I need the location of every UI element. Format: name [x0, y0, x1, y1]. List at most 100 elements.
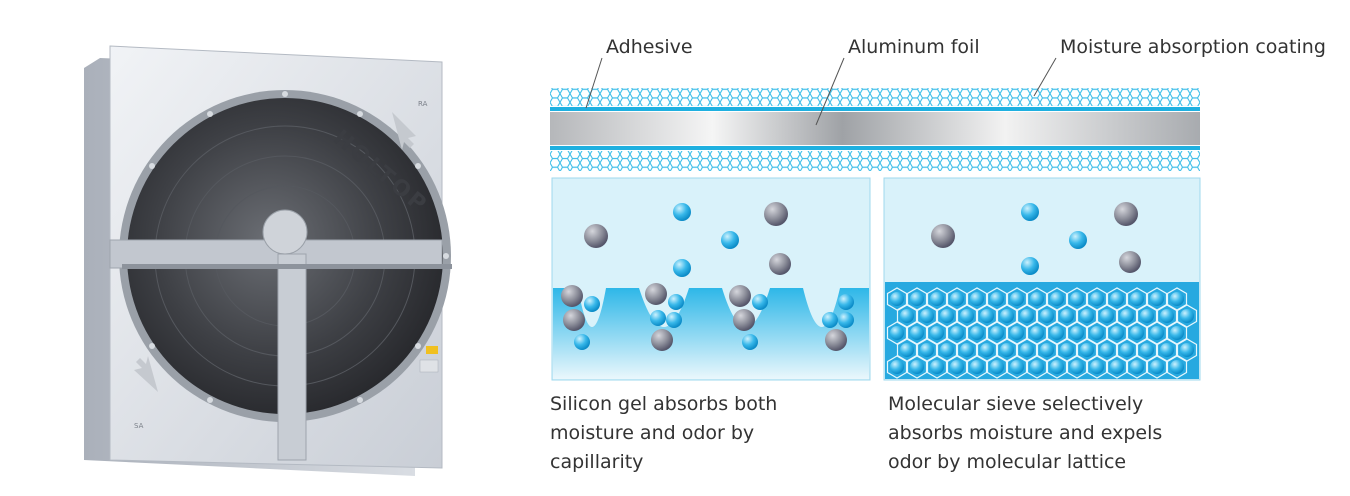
water-molecule: [1080, 343, 1094, 357]
lattice-cell: [996, 338, 1018, 362]
layer-stack: [550, 88, 1200, 171]
odor-molecule: [1114, 202, 1138, 226]
spec-plate: [419, 359, 439, 373]
water-molecule: [822, 312, 838, 328]
water-molecule: [900, 343, 914, 357]
lattice-cell: [1056, 304, 1078, 328]
lattice-cell: [1166, 355, 1188, 379]
water-molecule: [950, 326, 964, 340]
water-molecule: [930, 326, 944, 340]
lattice-cell: [906, 355, 928, 379]
water-molecule: [1140, 343, 1154, 357]
absorption-coating-top: [550, 88, 1200, 106]
lattice-cell: [1156, 338, 1178, 362]
odor-molecule: [1119, 251, 1141, 273]
water-molecule: [970, 326, 984, 340]
gel-molecules: [561, 202, 854, 351]
water-molecule: [930, 292, 944, 306]
caption-line: absorbs moisture and expels: [888, 422, 1163, 444]
absorption-coating-bottom: [550, 151, 1200, 171]
lattice-cell: [1176, 304, 1198, 328]
water-molecule: [1050, 360, 1064, 374]
water-molecule: [1030, 292, 1044, 306]
water-molecule: [990, 360, 1004, 374]
wheel-hub: [262, 209, 308, 255]
odor-molecule: [733, 309, 755, 331]
water-molecule: [1160, 343, 1174, 357]
lattice-cell: [1106, 355, 1128, 379]
lattice-cell: [1036, 338, 1058, 362]
lattice-cell: [1076, 338, 1098, 362]
lattice-cell: [1096, 338, 1118, 362]
aluminum-foil-leader: [815, 57, 845, 126]
coating-label: Moisture absorption coating: [1060, 36, 1326, 58]
lattice-cell: [896, 304, 918, 328]
lattice-cell: [1006, 321, 1028, 345]
lattice-cell: [1026, 321, 1048, 345]
water-molecule: [1130, 292, 1144, 306]
lattice-cell: [986, 287, 1008, 311]
lattice-cell: [966, 287, 988, 311]
water-molecule: [1020, 343, 1034, 357]
water-molecule: [910, 360, 924, 374]
water-molecule: [1150, 360, 1164, 374]
lattice-cell: [1146, 355, 1168, 379]
water-molecule: [574, 334, 590, 350]
water-molecule: [1170, 326, 1184, 340]
water-molecule: [1180, 343, 1194, 357]
water-molecule: [673, 203, 691, 221]
lattice-cell: [986, 355, 1008, 379]
lattice-cell: [1016, 338, 1038, 362]
water-molecule: [673, 259, 691, 277]
water-molecule: [940, 343, 954, 357]
water-molecule: [1060, 343, 1074, 357]
caption-line: moisture and odor by: [550, 422, 755, 444]
caption-line: Molecular sieve selectively: [888, 393, 1144, 415]
lattice-cell: [1126, 287, 1148, 311]
odor-molecule: [825, 329, 847, 351]
water-molecule: [1120, 343, 1134, 357]
adhesive-line-top: [550, 107, 1200, 111]
water-molecule: [980, 309, 994, 323]
lattice-cell: [1126, 355, 1148, 379]
lattice-cell: [1016, 304, 1038, 328]
aluminum-foil-layer: [550, 112, 1200, 145]
lattice-cell: [976, 304, 998, 328]
odor-molecule: [584, 224, 608, 248]
caption-line: capillarity: [550, 451, 644, 473]
lattice-cell: [936, 304, 958, 328]
warning-label: [426, 346, 438, 354]
water-molecule: [650, 310, 666, 326]
support-beams: [109, 239, 452, 461]
water-molecule: [668, 294, 684, 310]
adhesive-leader: [585, 57, 603, 109]
lattice-cell: [1066, 355, 1088, 379]
water-molecule: [1160, 309, 1174, 323]
water-molecule: [1090, 292, 1104, 306]
lattice-cell: [1086, 287, 1108, 311]
lattice-cell: [946, 355, 968, 379]
molecular-sieve-panel: [883, 177, 1201, 381]
water-molecule: [920, 343, 934, 357]
water-molecule: [1040, 309, 1054, 323]
water-molecule: [1060, 309, 1074, 323]
sa-mark: SA: [134, 422, 144, 430]
lattice-cell: [1076, 304, 1098, 328]
lattice-cell: [1006, 287, 1028, 311]
water-molecule: [950, 292, 964, 306]
lattice-cell: [1106, 321, 1128, 345]
water-molecule: [910, 326, 924, 340]
water-molecule: [1110, 326, 1124, 340]
water-molecule: [1100, 343, 1114, 357]
lattice-cell: [1106, 287, 1128, 311]
lattice-cell: [926, 287, 948, 311]
lattice-cell: [1166, 287, 1188, 311]
lattice-cell: [1066, 321, 1088, 345]
water-molecule: [1090, 326, 1104, 340]
lattice-cell: [956, 304, 978, 328]
water-molecule: [666, 312, 682, 328]
odor-molecule: [764, 202, 788, 226]
aluminum-foil-label: Aluminum foil: [848, 36, 980, 58]
water-molecule: [1080, 309, 1094, 323]
lattice-cell: [906, 321, 928, 345]
